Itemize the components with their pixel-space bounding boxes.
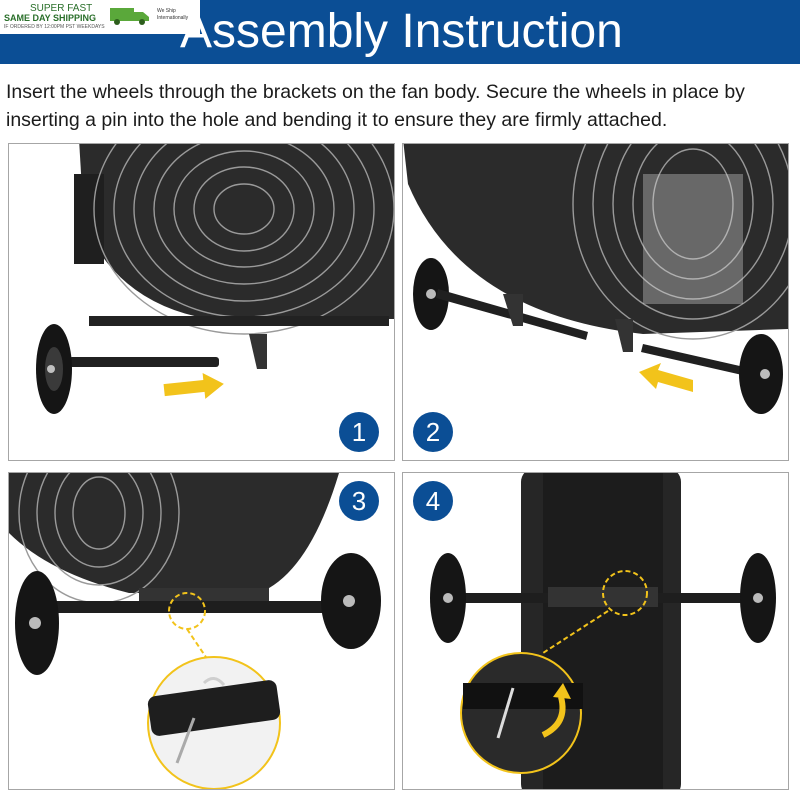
step-4-illustration	[403, 473, 788, 789]
step-2-illustration	[403, 144, 788, 460]
ship-internationally-text: We Ship Internationally	[157, 8, 189, 21]
step-1-illustration	[9, 144, 394, 460]
promo-line-1: SUPER FAST	[30, 3, 93, 14]
instruction-text: Insert the wheels through the brackets o…	[6, 81, 745, 131]
step-badge-2: 2	[413, 412, 453, 452]
step-panel-1: 1	[8, 143, 395, 461]
page-title: Assembly Instruction	[180, 5, 623, 58]
step-badge-3: 3	[339, 481, 379, 521]
step-panel-2: 2	[402, 143, 789, 461]
step-3-illustration	[9, 473, 394, 789]
promo-line-2: SAME DAY SHIPPING	[4, 13, 97, 23]
header-banner: Assembly Instruction	[0, 0, 800, 64]
step-badge-4: 4	[413, 481, 453, 521]
step-panel-3: 3	[8, 472, 395, 790]
shipping-promo: SUPER FAST SAME DAY SHIPPING IF ORDERED …	[0, 0, 200, 34]
step-badge-1: 1	[339, 412, 379, 452]
step-panel-4: 4	[402, 472, 789, 790]
promo-line-3: IF ORDERED BY 12:00PM PST WEEKDAYS	[4, 24, 105, 30]
delivery-truck-icon	[110, 8, 149, 25]
